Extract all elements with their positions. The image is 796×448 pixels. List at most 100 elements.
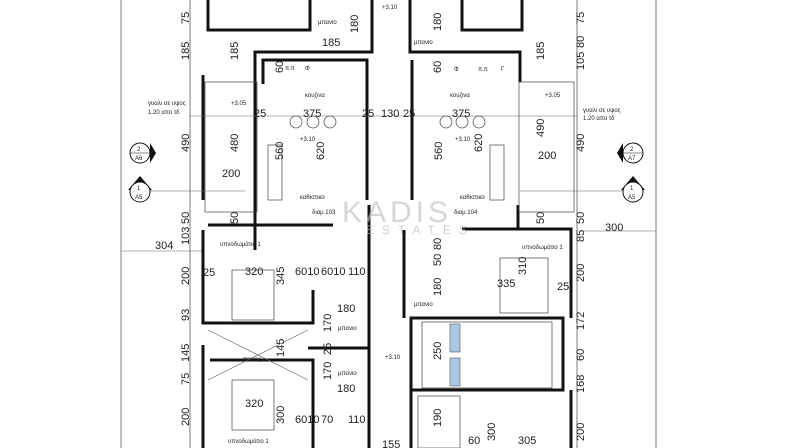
plan-label: +3.10: [455, 137, 471, 143]
dimension-label: 25: [557, 281, 569, 293]
plan-label: κουζινα: [305, 93, 325, 99]
plan-label: καθιστικο: [300, 195, 325, 201]
plan-label: γυαλι σε υψος: [148, 101, 186, 107]
dimension-label: 93: [180, 309, 192, 321]
section-marker-2-a7: 2 A7: [617, 142, 644, 164]
plan-label: καθιστικο: [460, 195, 485, 201]
plan-label: πανιος: [243, 357, 261, 363]
section-marker-1-a5-left: 1 A5: [128, 176, 152, 203]
dimensions-right-bedroom-stairs: 80 50 180 310 335 25 250 190 60 300 305: [432, 238, 569, 447]
dimension-label: 60: [468, 435, 480, 447]
dimension-label: 75: [180, 373, 192, 385]
dimension-label: 185: [229, 42, 241, 60]
dimension-label: 60: [575, 349, 587, 361]
dimension-label: 560: [274, 142, 286, 160]
dimension-label: 304: [155, 240, 173, 252]
dimension-label: 25: [362, 108, 374, 120]
plan-label: διαμ 104: [454, 210, 478, 216]
dimensions-left-inner: 185 480 50: [229, 42, 241, 224]
dimensions-left-misc: 304 200 25 375 25 130 60 560 620 185 180: [155, 15, 399, 252]
plan-label: Φ: [305, 66, 310, 72]
dimension-label: 190: [432, 409, 444, 427]
dimension-label: 300: [275, 406, 287, 424]
dimension-label: 185: [535, 42, 547, 60]
dimension-label: 50: [575, 212, 587, 224]
dimension-label: 200: [538, 150, 556, 162]
dimension-label: 145: [180, 344, 192, 362]
plan-label: μπανιο: [414, 40, 433, 46]
plan-label: μπανιο: [338, 326, 357, 332]
plan-label: υπνοδωμάτιο 1: [228, 438, 269, 445]
section-marker-2-a6: 2 A6: [129, 142, 156, 164]
section-marker-1-a5-right: 1 A5: [621, 176, 645, 203]
plan-label: μπανιο: [414, 302, 433, 308]
plan-label: +3.05: [545, 93, 561, 99]
room-labels: κουζινα κουζινα καθιστικο καθιστικο μπαν…: [148, 5, 621, 445]
dimension-label: 103: [180, 227, 192, 245]
dimension-label: 180: [432, 278, 444, 296]
dimension-label: 305: [518, 435, 536, 447]
plan-label: γυαλι σε υψος: [583, 108, 621, 114]
dimension-label: 180: [337, 383, 355, 395]
dimension-label: 25: [403, 108, 415, 120]
plan-label: ESTATES: [366, 223, 475, 237]
plan-label: π.π: [478, 67, 488, 73]
dimension-label: 200: [180, 408, 192, 426]
dimension-label: 80: [575, 36, 587, 48]
plan-label: κουζινα: [450, 93, 470, 99]
plan-label: A6: [135, 156, 143, 162]
plan-label: +3.10: [300, 137, 316, 143]
dimension-label: 75: [575, 12, 587, 24]
dimension-label: 110: [348, 414, 366, 426]
plan-label: 2: [630, 147, 634, 153]
dimension-label: 130: [381, 108, 399, 120]
dimensions-left-outer: 75 185 490 50 103 200 93 145 75 200: [180, 12, 192, 426]
plan-label: Φ: [454, 67, 459, 73]
plan-label: KADIS: [342, 196, 452, 229]
dimensions-left-bedrooms: 25 320 345 6010 6010 110 180 170 145 25 …: [203, 266, 400, 448]
dimension-label: 345: [275, 267, 287, 285]
plan-label: A7: [628, 156, 636, 162]
dimension-label: 25: [203, 267, 215, 279]
dimension-label: 50: [535, 212, 547, 224]
plan-label: 1.20 απο τδ: [148, 110, 180, 116]
dimension-label: 80: [432, 238, 444, 250]
plan-label: 1: [137, 186, 141, 192]
plan-label: +3.10: [385, 355, 401, 361]
dimension-label: 490: [575, 134, 587, 152]
watermark: KADIS ESTATES: [342, 196, 475, 237]
plan-label: 1: [630, 186, 634, 192]
dimension-label: 180: [337, 303, 355, 315]
dimension-label: 250: [432, 342, 444, 360]
dimension-label: 185: [180, 42, 192, 60]
dimension-label: 6010: [321, 266, 345, 278]
plan-label: μπανιο: [318, 20, 337, 26]
dimensions-right-outer: 75 80 105 490 50 85 200 172 60 168 200: [575, 12, 587, 441]
plan-label: μπανιο: [338, 371, 357, 377]
plan-label: +3.05: [231, 101, 247, 107]
dimension-label: 145: [275, 339, 287, 357]
dimensions-right-misc: 180 60 375 25 560 620 185 490 200 50 300: [403, 13, 623, 234]
dimension-label: 50: [229, 212, 241, 224]
dimension-label: 172: [575, 312, 587, 330]
dimension-label: 375: [303, 108, 321, 120]
dimension-label: 180: [432, 13, 444, 31]
dimension-label: 620: [473, 134, 485, 152]
dimension-label: 335: [497, 278, 515, 290]
dimension-label: 155: [382, 439, 400, 448]
dimension-label: 200: [222, 168, 240, 180]
dimension-label: 185: [322, 37, 340, 49]
plan-label: διαμ 103: [312, 210, 336, 216]
dimension-label: 200: [575, 423, 587, 441]
plan-label: A5: [135, 195, 143, 201]
dimension-label: 50: [432, 254, 444, 266]
dimension-label: 375: [452, 108, 470, 120]
dimension-label: 170: [322, 362, 334, 380]
dimension-label: 200: [180, 267, 192, 285]
dimension-label: 60: [274, 61, 286, 73]
plan-label: +3.10: [382, 5, 398, 11]
plan-label: 2: [137, 147, 141, 153]
plan-label: A5: [628, 195, 636, 201]
plan-label: π.π: [285, 66, 295, 72]
